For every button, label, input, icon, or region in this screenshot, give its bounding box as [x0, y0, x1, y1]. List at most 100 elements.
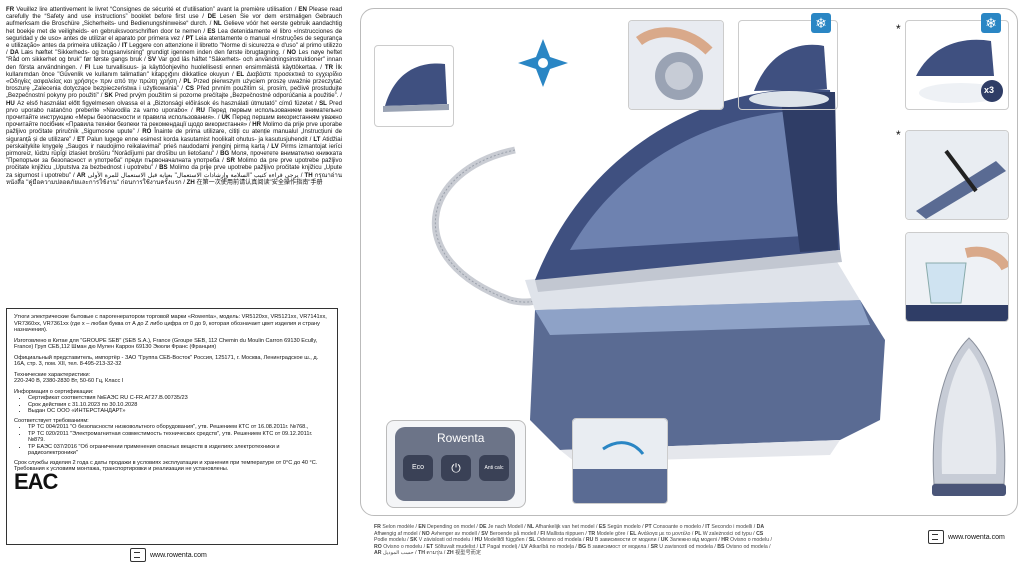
ru-service-life: Срок службы изделия 2 года с даты продаж… — [14, 459, 318, 466]
language-text: Læs hæftet "Sikkerheds- og brugsanvisnin… — [21, 49, 287, 57]
language-text: Залежно від моделі / — [669, 537, 722, 543]
brand-logo: Rowenta — [437, 431, 485, 445]
language-text: Modelltől függően / — [483, 537, 529, 543]
eco-button: Eco — [403, 455, 433, 481]
language-code: NO — [286, 49, 299, 57]
language-text: Podle modelu / — [374, 537, 411, 543]
language-text: Leia atentamente o manual «Instruções de… — [6, 34, 342, 50]
ru-req-title: Соответствует требованиям: — [14, 417, 89, 424]
language-code: SR — [650, 543, 660, 550]
ru-cert-list: Сертификат соответствия №ЕАЭС RU C-FR.АГ… — [14, 395, 330, 415]
language-text: Pred prvo uporabo natančno preberite »Na… — [6, 99, 342, 114]
thumb-heating-symbol — [508, 33, 578, 93]
language-code: UK — [660, 537, 670, 543]
steam-boost-plus-symbol-icon: ❄ — [981, 13, 1001, 33]
language-code: SR — [226, 157, 238, 165]
language-text: Перед першим використанням уважно прочит… — [6, 114, 342, 129]
thumb-steam-boost-x3: x3 — [905, 20, 1009, 110]
language-code: CS — [185, 85, 197, 93]
asterisk-mark: * — [896, 22, 901, 36]
language-code: SV — [481, 530, 490, 537]
language-code: IT — [121, 42, 130, 50]
language-text: Veuillez lire attentivement le livret “C… — [16, 6, 299, 13]
control-panel-closeup: Rowenta Eco ⏻ Anti calc — [386, 420, 526, 508]
language-text: Pagal modelį / — [486, 543, 522, 550]
language-code: EL — [236, 70, 247, 78]
language-code: SL — [319, 99, 330, 107]
list-item: Выдан ОС ООО «ИНТЕРСТАНДАРТ» — [28, 408, 330, 415]
language-text: Afhængig af model / — [374, 530, 422, 537]
language-text: Afhankelijk van het model / — [535, 524, 599, 530]
list-item: Срок действия с 31.10.2023 по 30.10.2028 — [28, 402, 330, 409]
instructions-left-page: FR Veuillez lire attentivement le livret… — [0, 0, 346, 573]
thumb-vertical-steam — [738, 20, 838, 110]
language-text: 视型号而定 — [455, 550, 482, 556]
russian-certification-box: Утюги электрические бытовые с парогенера… — [6, 308, 338, 545]
language-text: Les nøye heftet "Råd om sikkerhet og bru… — [6, 49, 342, 64]
steam-boost-symbol-icon: ❄ — [811, 13, 831, 33]
language-text: Palun lugege enne esimest korda kasutami… — [86, 135, 314, 143]
website-link[interactable]: www.rowenta.com — [150, 551, 207, 559]
language-code: LV — [271, 142, 282, 150]
eac-mark: EAC — [14, 468, 58, 494]
language-text: حسب الموديل / — [382, 550, 419, 556]
thumb-descaling-tool — [905, 130, 1009, 220]
language-code: BG — [578, 543, 588, 550]
language-text: Ovisno o modelu / — [383, 543, 427, 550]
language-code: HU — [6, 99, 18, 107]
language-text: Lea detenidamente el libro «Instruccione… — [6, 27, 342, 42]
language-code: DA — [756, 524, 764, 530]
language-text: Lue turvallisuus- ja käyttöohjeviho huol… — [93, 63, 325, 71]
language-text: Před prvním použitím si, prosím, pečlivě… — [6, 85, 342, 100]
website-footer-left: www.rowenta.com — [130, 548, 207, 562]
language-code: FR — [374, 524, 383, 530]
language-text: Atkarībā no modeļa / — [528, 543, 579, 550]
web-guide-icon — [130, 548, 146, 562]
language-text: ตามรุ่น / — [426, 550, 447, 556]
language-text: Înainte de prima utilizare, citiți cu at… — [6, 128, 342, 143]
language-code: RU — [196, 106, 209, 114]
language-code: SK — [410, 537, 419, 543]
illustration-frame — [360, 8, 1018, 516]
language-text: กรุณาอ่านหนังสือ "คู่มือความปลอดภัยและกา… — [6, 171, 342, 186]
x3-badge: x3 — [984, 85, 995, 95]
depending-on-model-note: FR Selon modèle / EN Depending on model … — [374, 524, 774, 557]
language-code: TR — [588, 530, 597, 537]
language-text: Secondo i modelli / — [711, 524, 757, 530]
language-code: HU — [474, 537, 484, 543]
ru-tech-title: Технические характеристики: — [14, 371, 91, 378]
language-text: 在第一次使用前请认真阅读"安全操作指南"手册 — [196, 178, 323, 186]
list-item: Сертификат соответствия №ЕАЭС RU C-FR.АГ… — [28, 395, 330, 402]
language-code: AR — [374, 550, 383, 556]
power-button-icon: ⏻ — [441, 455, 471, 481]
language-text: Διαβάστε προσεκτικά το εγχειρίδιο «Οδηγί… — [6, 70, 342, 86]
language-code: BS — [159, 164, 170, 172]
language-text: Leggere con attenzione il libretto "Norm… — [6, 42, 342, 57]
language-code: ZH — [446, 550, 456, 556]
language-code: ES — [598, 524, 608, 530]
language-text: Ανάλογα με το μοντέλο / — [637, 530, 695, 537]
ru-product-description: Утюги электрические бытовые с парогенера… — [14, 314, 327, 333]
language-text: Az első használat előtt figyelmesen olva… — [17, 99, 320, 107]
language-text: В зависимости от модели / — [594, 537, 661, 543]
website-link[interactable]: www.rowenta.com — [948, 533, 1005, 541]
language-text: يرجى قراءة كتيب "السلامة وإرشادات الاستع… — [87, 171, 305, 179]
language-text: Molimo da pre prve upotrebe pažljivo pro… — [6, 157, 342, 172]
list-item: ТР ТС 004/2011 "О безопасности низковоль… — [28, 424, 330, 431]
language-text: Depending on model / — [427, 524, 480, 530]
language-text: Je nach Modell / — [487, 524, 528, 530]
language-code: FI — [84, 63, 94, 71]
language-code: EN — [298, 6, 310, 13]
language-text: Ovisno o modelu / — [730, 537, 772, 543]
language-code: UK — [221, 114, 233, 122]
language-text: Mallista riippuen / — [546, 530, 589, 537]
language-code: NL — [213, 20, 224, 28]
language-code: PL — [183, 78, 194, 86]
language-code: LT — [313, 135, 323, 143]
language-text: Please read carefully the “Safety and us… — [6, 6, 342, 21]
website-footer-right: www.rowenta.com — [928, 530, 1005, 544]
web-guide-icon — [928, 530, 944, 544]
language-code: BS — [717, 543, 726, 550]
language-code: TR — [324, 63, 336, 71]
language-text: V závislosti od modelu / — [418, 537, 475, 543]
